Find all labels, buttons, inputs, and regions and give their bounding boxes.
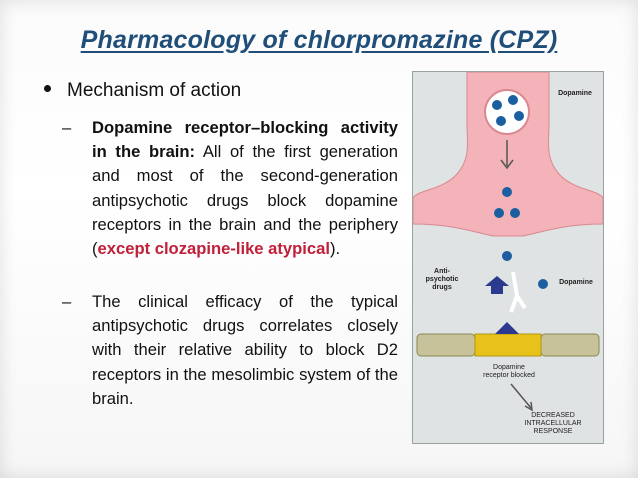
label-dopamine-top: Dopamine: [558, 90, 592, 97]
vesicle: [484, 89, 530, 135]
presynaptic-neuron: [413, 72, 603, 237]
highlight-text: except clozapine-like atypical: [97, 239, 330, 259]
slide-title: Pharmacology of chlorpromazine (CPZ): [80, 26, 558, 54]
released-dopamine: [494, 187, 520, 261]
bullet-text: Mechanism of action: [67, 80, 242, 101]
response-arrow: [510, 383, 533, 412]
antipsychotic-drug: [485, 276, 509, 294]
sub-bullet-text: Dopamine receptor–blocking activity in t…: [92, 116, 398, 261]
sub-bullet-dopamine-blocking: – Dopamine receptor–blocking activity in…: [62, 116, 398, 261]
bullet-marker: [44, 85, 51, 93]
dopamine-receptor: [474, 333, 542, 357]
dopamine-right: [538, 279, 548, 289]
label-receptor-blocked: Dopamine receptor blocked: [483, 364, 535, 379]
sub-bullet-clinical-efficacy: – The clinical efficacy of the typical a…: [62, 290, 398, 411]
dopamine-molecules: [492, 95, 524, 126]
closing-text: ).: [329, 239, 341, 259]
label-decreased-response: DECREASED INTRACELLULAR RESPONSE: [524, 412, 582, 435]
postsynaptic-membrane: [416, 333, 600, 357]
body-text: All of the first generation and most of …: [92, 142, 399, 259]
drug-bound: [495, 322, 519, 334]
dash-marker: –: [62, 292, 72, 311]
synapse-illustration: [413, 72, 603, 412]
label-antipsychotic-drugs: Anti- psychotic drugs: [425, 268, 459, 291]
blocked-pathway: [509, 271, 527, 313]
synapse-diagram: Dopamine Anti- psychotic drugs Dopamine …: [412, 71, 604, 444]
bullet-item: Mechanism of action: [44, 80, 241, 102]
bold-heading: Dopamine receptor–blocking activity in t…: [92, 118, 398, 162]
dash-marker: –: [62, 118, 72, 137]
sub-bullet-text: The clinical efficacy of the typical ant…: [92, 292, 398, 408]
label-dopamine-right: Dopamine: [559, 279, 593, 286]
release-arrow: [500, 140, 514, 170]
